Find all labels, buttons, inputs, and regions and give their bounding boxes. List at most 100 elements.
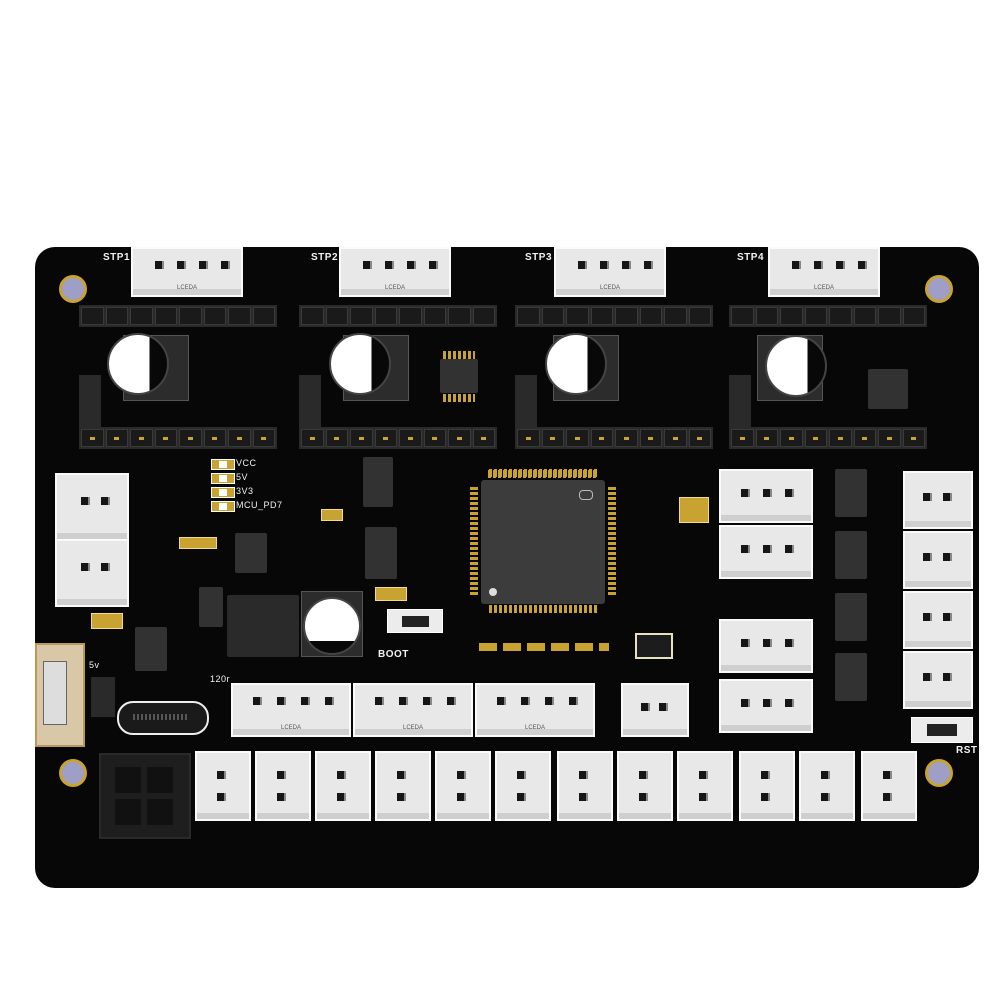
right-connector-2[interactable] [903, 531, 973, 589]
stp1-label: STP1 [103, 252, 131, 263]
stp4-label: STP4 [737, 252, 765, 263]
right-connector-1[interactable] [903, 471, 973, 529]
ic-pins [443, 351, 475, 359]
smd-component [479, 643, 609, 651]
ic-pins [443, 394, 475, 402]
mcu-pins-top [489, 469, 597, 477]
stepper-connector-stp3[interactable]: LCEDA [554, 247, 666, 297]
driver-header-top-3 [515, 305, 713, 327]
uart-connector-1[interactable]: LCEDA [231, 683, 351, 737]
driver-ic-4 [868, 369, 908, 409]
power-input-connector[interactable] [99, 753, 191, 839]
uart-connector-3[interactable]: LCEDA [475, 683, 595, 737]
bottom-connector-12[interactable] [861, 751, 917, 821]
usb-c-pins [133, 714, 189, 720]
led-5v [211, 473, 235, 484]
left-connector-1[interactable] [55, 473, 129, 541]
driver-header-top-1 [79, 305, 277, 327]
driver-header-bottom-3 [515, 427, 713, 449]
connector-text: LCEDA [599, 285, 620, 291]
bottom-connector-11[interactable] [799, 751, 855, 821]
header-stub-4 [729, 375, 751, 429]
mcu-pins-right [608, 487, 616, 597]
header-stub-3 [515, 375, 537, 429]
inner-connector-3[interactable] [719, 619, 813, 673]
pcb-board: STP1 STP2 STP3 STP4 LCEDA LCEDA LCEDA LC… [35, 247, 979, 888]
connector-text: LCEDA [813, 285, 834, 291]
mosfet-4 [835, 653, 867, 701]
connector-text: LCEDA [384, 285, 405, 291]
fuse[interactable] [43, 661, 67, 725]
5v-label: 5v [89, 660, 100, 670]
label-vcc: VCC [236, 458, 257, 468]
driver-ic-2 [440, 359, 478, 393]
usb-ic [135, 627, 167, 671]
power-capacitor [303, 597, 361, 655]
capacitor-1 [107, 333, 169, 395]
right-connector-3[interactable] [903, 591, 973, 649]
mcu-chip [481, 480, 605, 604]
sop8-ic [235, 533, 267, 573]
bottom-connector-8[interactable] [617, 751, 673, 821]
smd-component [679, 497, 709, 523]
mounting-hole-top-right [925, 275, 953, 303]
inner-connector-1[interactable] [719, 469, 813, 523]
stepper-connector-stp1[interactable]: LCEDA [131, 247, 243, 297]
inner-connector-2[interactable] [719, 525, 813, 579]
capacitor-3 [545, 333, 607, 395]
connector-text: LCEDA [402, 725, 423, 731]
mounting-hole-bottom-left [59, 759, 87, 787]
label-5v: 5V [236, 472, 249, 482]
bottom-connector-10[interactable] [739, 751, 795, 821]
mcu-pins-left [470, 487, 478, 597]
bottom-connector-1[interactable] [195, 751, 251, 821]
connector-text: LCEDA [176, 285, 197, 291]
smd-component [179, 537, 217, 549]
header-stub-2 [299, 375, 321, 429]
bottom-connector-2[interactable] [255, 751, 311, 821]
led-mcu-pd7 [211, 501, 235, 512]
uart-connector-2[interactable]: LCEDA [353, 683, 473, 737]
bottom-connector-4[interactable] [375, 751, 431, 821]
led-vcc [211, 459, 235, 470]
connector-text: LCEDA [280, 725, 301, 731]
pin1-marker [489, 588, 497, 596]
label-3v3: 3V3 [236, 486, 254, 496]
mounting-hole-top-left [59, 275, 87, 303]
capacitor-4 [765, 335, 827, 397]
stp2-label: STP2 [311, 252, 339, 263]
header-stub-1 [79, 375, 101, 429]
mosfet-1 [835, 469, 867, 517]
small-2pin-connector[interactable] [621, 683, 689, 737]
regulator-1 [363, 457, 393, 507]
label-mcu-pd7: MCU_PD7 [236, 500, 283, 510]
bottom-connector-3[interactable] [315, 751, 371, 821]
120r-label: 120r [210, 674, 231, 684]
mcu-logo-icon [579, 490, 593, 500]
5v-jumper[interactable] [91, 677, 115, 717]
mcu-pins-bottom [489, 605, 597, 613]
inner-connector-4[interactable] [719, 679, 813, 733]
reset-button[interactable] [911, 717, 973, 743]
driver-header-top-2 [299, 305, 497, 327]
led-3v3 [211, 487, 235, 498]
bottom-connector-5[interactable] [435, 751, 491, 821]
stepper-connector-stp2[interactable]: LCEDA [339, 247, 451, 297]
smd-component [375, 587, 407, 601]
boot-button[interactable] [387, 609, 443, 633]
bottom-connector-9[interactable] [677, 751, 733, 821]
right-connector-4[interactable] [903, 651, 973, 709]
diode [199, 587, 223, 627]
bottom-connector-7[interactable] [557, 751, 613, 821]
capacitor-2 [329, 333, 391, 395]
driver-header-bottom-1 [79, 427, 277, 449]
stepper-connector-stp4[interactable]: LCEDA [768, 247, 880, 297]
mosfet-3 [835, 593, 867, 641]
usb-c-port[interactable] [117, 701, 209, 735]
driver-header-top-4 [729, 305, 927, 327]
regulator-2 [365, 527, 397, 579]
smd-component [635, 633, 673, 659]
rst-label: RST [956, 745, 978, 756]
bottom-connector-6[interactable] [495, 751, 551, 821]
left-connector-2[interactable] [55, 539, 129, 607]
